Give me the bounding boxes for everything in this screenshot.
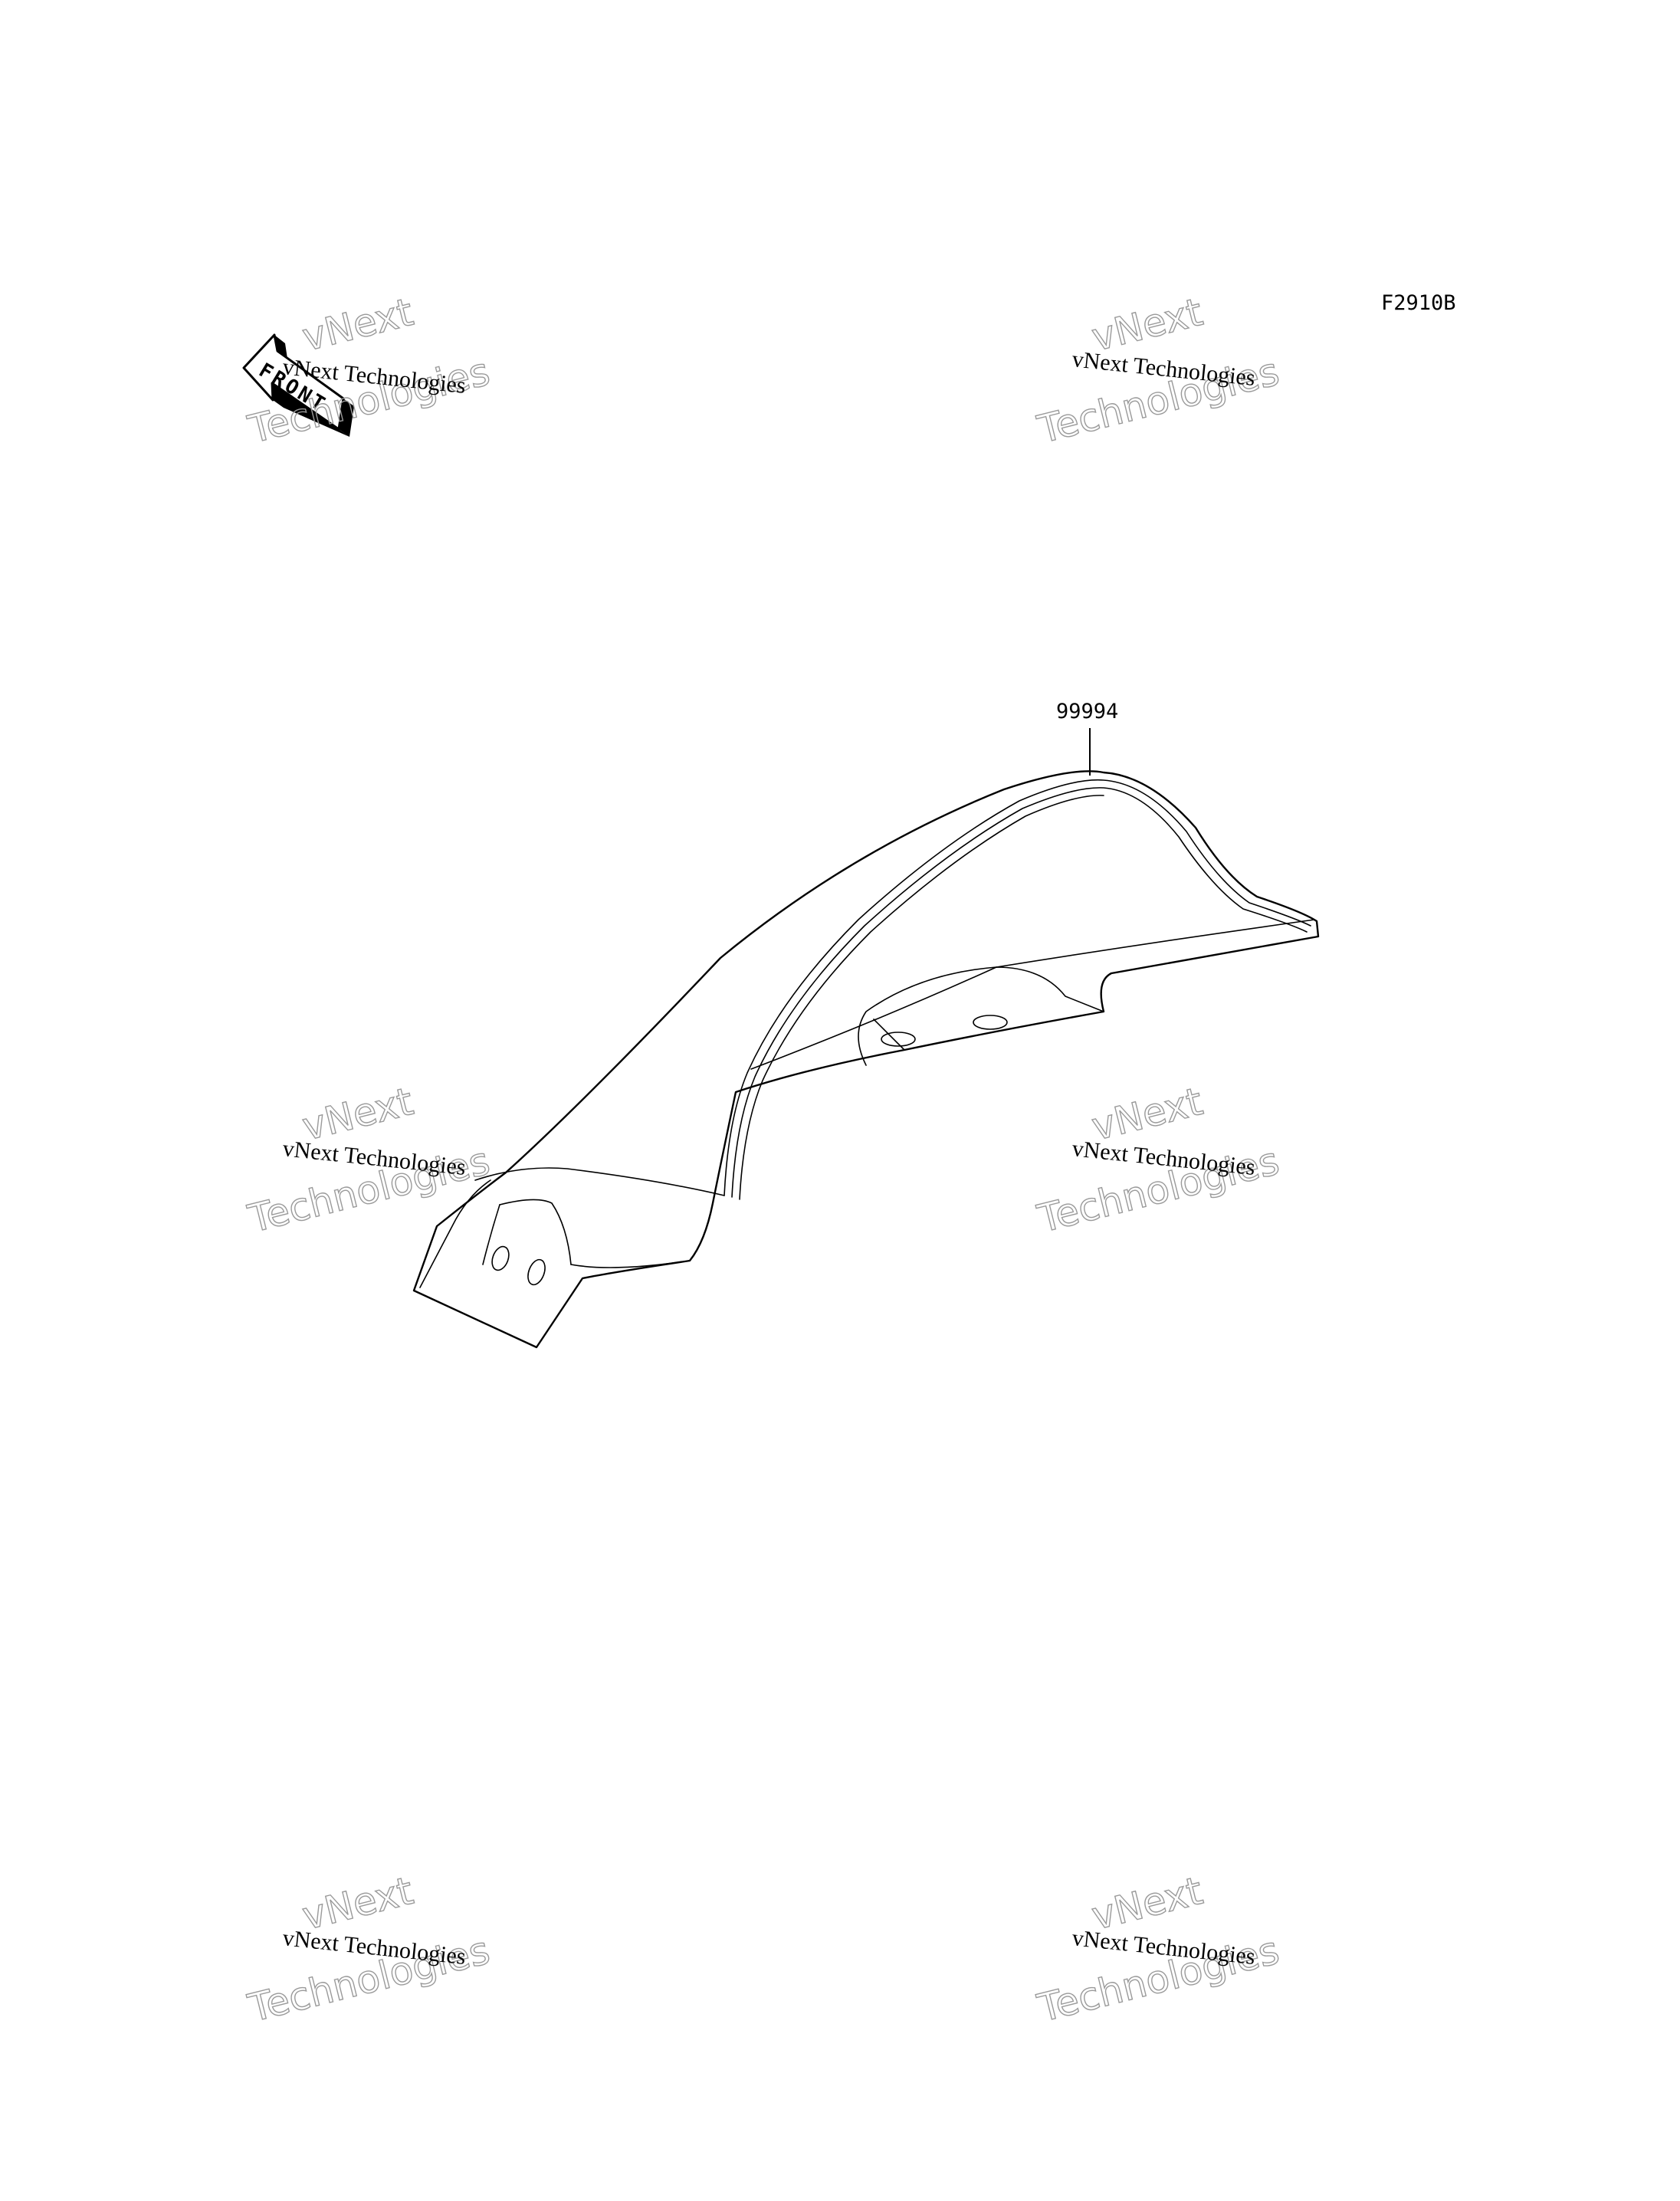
watermark: vNext Technologies vNext Technologies [1032, 1868, 1284, 2031]
watermark: vNext Technologies vNext Technologies [243, 1868, 494, 2031]
watermark: vNext Technologies vNext Technologies [1032, 289, 1284, 452]
watermark: vNext Technologies vNext Technologies [1032, 1078, 1284, 1242]
fender-part [412, 770, 1320, 1349]
figure-code: F2910B [1381, 291, 1456, 315]
watermark-big-line1: vNext [298, 290, 418, 360]
part-number-label: 99994 [1056, 700, 1118, 723]
